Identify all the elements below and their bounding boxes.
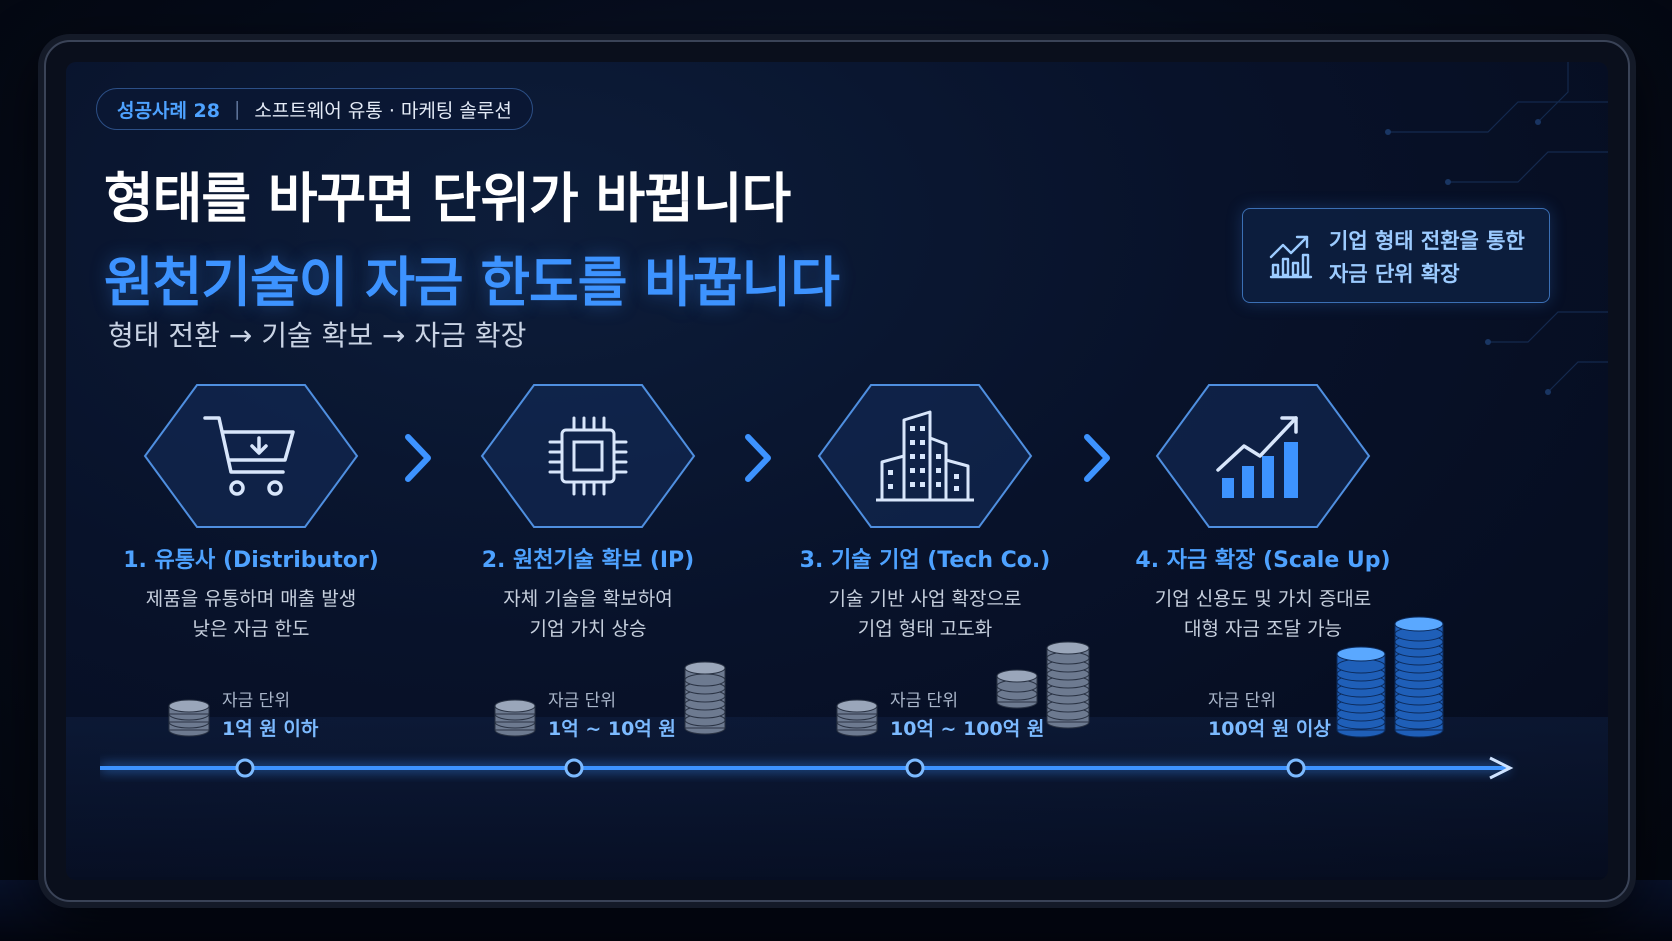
headline-secondary: 원천기술이 자금 한도를 바꿉니다 — [104, 251, 840, 314]
stage-2-title: 2. 원천기술 확보 (IP) — [481, 548, 695, 573]
coin-stack-icon — [168, 699, 210, 737]
building-icon — [876, 410, 974, 502]
stage-3-description: 기술 기반 사업 확장으로 기업 형태 고도화 — [775, 584, 1075, 644]
stage-2-description: 자체 기술을 확보하여 기업 가치 상승 — [438, 584, 738, 644]
stage-4-title: 4. 자금 확장 (Scale Up) — [1135, 548, 1391, 573]
stage-1-hexagon — [143, 384, 359, 528]
stage-1-description: 제품을 유통하며 매출 발생 낮은 자금 한도 — [101, 584, 401, 644]
stage-1-unit-label: 자금 단위 — [222, 691, 290, 711]
bottom-band — [66, 717, 1608, 877]
chip-icon — [548, 416, 628, 496]
shopping-cart-icon — [203, 416, 295, 496]
headline-primary: 형태를 바꾸면 단위가 바뀝니다 — [104, 167, 791, 230]
callout-line-2: 자금 단위 확장 — [1329, 262, 1460, 286]
callout-text: 기업 형태 전환을 통한 자금 단위 확장 — [1329, 225, 1541, 291]
stage-2-desc-line-2: 기업 가치 상승 — [529, 618, 647, 640]
stage-3-unit-value: 10억 ~ 100억 원 — [890, 718, 1045, 740]
stage-2-hexagon — [480, 384, 696, 528]
progress-timeline — [100, 756, 1514, 780]
slide-screen: 성공사례 28 | 소프트웨어 유통 · 마케팅 솔루션 형태를 바꾸면 단위가… — [66, 62, 1608, 880]
timeline-node — [1286, 758, 1306, 778]
callout-box: 기업 형태 전환을 통한 자금 단위 확장 — [1242, 208, 1550, 303]
stage-3-desc-line-2: 기업 형태 고도화 — [857, 618, 993, 640]
coin-stack-icon — [996, 669, 1038, 709]
growth-chart-icon — [1269, 235, 1313, 279]
timeline-node — [905, 758, 925, 778]
stage-4-unit-value: 100억 원 이상 — [1208, 718, 1331, 740]
badge-separator: | — [233, 98, 241, 120]
coin-stack-icon — [494, 699, 536, 737]
timeline-node — [235, 758, 255, 778]
stage-4-desc-line-1: 기업 신용도 및 가치 증대로 — [1154, 588, 1372, 610]
flow-summary: 형태 전환 → 기술 확보 → 자금 확장 — [108, 319, 527, 352]
stage-3-unit-label: 자금 단위 — [890, 691, 958, 711]
chevron-right-icon — [405, 434, 431, 482]
stage-2-unit-label: 자금 단위 — [548, 691, 616, 711]
chevron-right-icon — [745, 434, 771, 482]
stage-1-desc-line-1: 제품을 유통하며 매출 발생 — [145, 588, 357, 610]
case-number: 성공사례 28 — [117, 99, 220, 122]
coin-stack-icon — [1046, 641, 1090, 729]
coin-stack-icon — [1336, 646, 1386, 738]
stage-2-desc-line-1: 자체 기술을 확보하여 — [503, 588, 673, 610]
stage-4-desc-line-2: 대형 자금 조달 가능 — [1184, 618, 1342, 640]
bar-growth-icon — [1216, 416, 1298, 498]
stage-4-description: 기업 신용도 및 가치 증대로 대형 자금 조달 가능 — [1113, 584, 1413, 644]
circuit-pattern — [1385, 62, 1608, 395]
chevron-right-icon — [1084, 434, 1110, 482]
stage-3-desc-line-1: 기술 기반 사업 확장으로 — [828, 588, 1022, 610]
case-topic: 소프트웨어 유통 · 마케팅 솔루션 — [254, 99, 512, 122]
stage-3-title: 3. 기술 기업 (Tech Co.) — [799, 548, 1051, 573]
case-badge: 성공사례 28 | 소프트웨어 유통 · 마케팅 솔루션 — [96, 88, 533, 130]
stage-1-unit-value: 1억 원 이하 — [222, 718, 319, 740]
timeline-node — [564, 758, 584, 778]
callout-line-1: 기업 형태 전환을 통한 — [1329, 229, 1525, 253]
stage-4-unit-label: 자금 단위 — [1208, 691, 1276, 711]
stage-1-desc-line-2: 낮은 자금 한도 — [192, 618, 310, 640]
coin-stack-icon — [1394, 616, 1444, 738]
stage-1-title: 1. 유통사 (Distributor) — [123, 548, 379, 573]
stage-2-unit-value: 1억 ~ 10억 원 — [548, 718, 676, 740]
coin-stack-icon — [836, 699, 878, 737]
coin-stack-icon — [684, 661, 726, 735]
